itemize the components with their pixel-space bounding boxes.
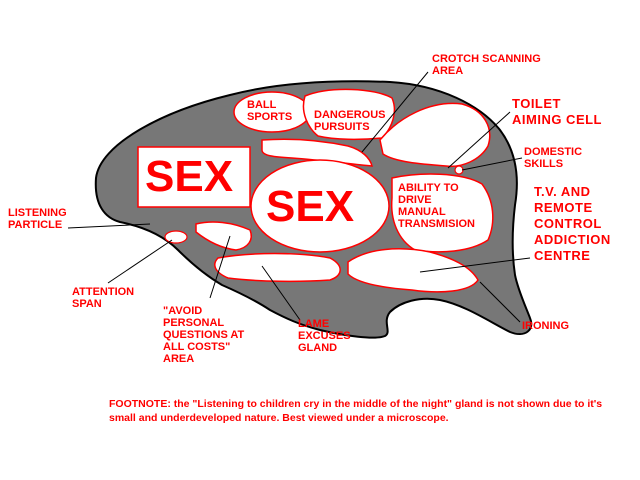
leader-listening xyxy=(67,223,151,229)
callout-avoid-questions: "AVOID PERSONAL QUESTIONS AT ALL COSTS" … xyxy=(163,305,245,365)
region-crotch-scanning xyxy=(261,138,373,167)
region-upper-right xyxy=(379,102,491,168)
ball-sports-label: BALL SPORTS xyxy=(247,99,293,123)
leader-attention xyxy=(107,239,173,284)
callout-toilet-aiming: TOILET AIMING CELL xyxy=(512,96,602,127)
callout-crotch-scanning: CROTCH SCANNING AREA xyxy=(432,53,541,77)
region-avoid-questions xyxy=(195,221,252,251)
callout-lame-excuses: LAME EXCUSES GLAND xyxy=(298,318,351,354)
region-sex-center xyxy=(250,159,390,253)
leader-crotch xyxy=(361,71,429,153)
ability-to-drive-label: ABILITY TO DRIVE MANUAL TRANSMISION xyxy=(398,182,475,230)
dangerous-pursuits-label: DANGEROUS PURSUITS xyxy=(314,109,386,133)
callout-listening-particle: LISTENING PARTICLE xyxy=(8,207,67,231)
region-tv-remote xyxy=(347,248,479,293)
region-domestic-skills xyxy=(454,165,464,175)
region-sex-left xyxy=(137,146,251,208)
region-attention-span xyxy=(164,230,188,244)
leader-ironing xyxy=(479,281,521,323)
leader-toilet xyxy=(447,111,511,169)
sex-left-label: SEX xyxy=(145,152,234,201)
region-lame-excuses xyxy=(214,252,341,283)
callout-attention-span: ATTENTION SPAN xyxy=(72,286,135,310)
region-ability-to-drive xyxy=(390,173,494,253)
callout-domestic-skills: DOMESTIC SKILLS xyxy=(524,146,583,170)
leader-domestic xyxy=(461,157,523,171)
leader-lines xyxy=(67,71,531,323)
callout-tv-remote: T.V. AND REMOTE CONTROL ADDICTION CENTRE xyxy=(534,184,611,263)
footnote: FOOTNOTE: the "Listening to children cry… xyxy=(109,398,603,424)
leader-avoid xyxy=(209,235,231,299)
callout-ironing: IRONING xyxy=(522,320,570,332)
leader-lame xyxy=(261,265,301,321)
leader-tv xyxy=(419,257,531,273)
sex-center-label: SEX xyxy=(266,182,355,231)
